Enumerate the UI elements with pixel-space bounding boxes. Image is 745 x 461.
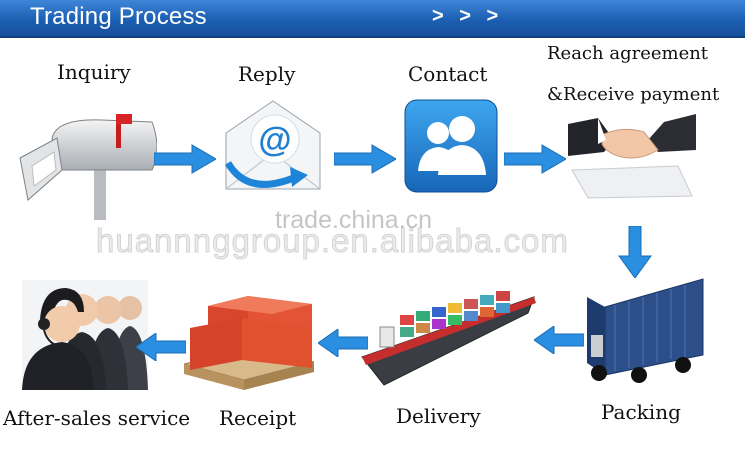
step-label-receipt: Receipt bbox=[219, 406, 297, 430]
support-agents-icon bbox=[22, 280, 148, 390]
flow-arrow-6 bbox=[136, 333, 186, 361]
cargo-ship-icon bbox=[361, 291, 536, 386]
step-label-agreement-line1: Reach agreement bbox=[547, 43, 709, 64]
step-label-after-sales: After-sales service bbox=[3, 406, 191, 430]
flow-arrow-4 bbox=[534, 326, 584, 354]
email-at-icon: @ bbox=[224, 100, 321, 190]
flow-arrow-2 bbox=[334, 144, 396, 174]
flow-arrow-3 bbox=[504, 144, 566, 174]
step-label-delivery: Delivery bbox=[396, 404, 481, 428]
flow-arrow-5 bbox=[318, 329, 368, 357]
handshake-icon bbox=[568, 114, 696, 199]
header-bar: Trading Process > > > bbox=[0, 0, 745, 38]
step-label-inquiry: Inquiry bbox=[57, 60, 131, 84]
watermark-url: huannnggroup.en.alibaba.com bbox=[96, 222, 569, 260]
contacts-icon bbox=[404, 99, 498, 193]
page-title: Trading Process bbox=[30, 3, 207, 30]
flow-arrow-down bbox=[618, 226, 652, 278]
mailbox-icon bbox=[19, 114, 157, 220]
step-label-agreement-line2: &Receive payment bbox=[547, 84, 720, 105]
step-label-packing: Packing bbox=[601, 400, 681, 424]
flow-arrow-1 bbox=[154, 144, 216, 174]
cartons-pallet-icon bbox=[183, 296, 315, 390]
step-label-contact: Contact bbox=[408, 62, 488, 86]
container-truck-icon bbox=[587, 278, 704, 383]
svg-text:@: @ bbox=[258, 121, 291, 159]
header-arrows: > > > bbox=[432, 5, 504, 27]
step-label-reply: Reply bbox=[238, 62, 296, 86]
watermark-site: trade.china.cn bbox=[275, 206, 433, 234]
